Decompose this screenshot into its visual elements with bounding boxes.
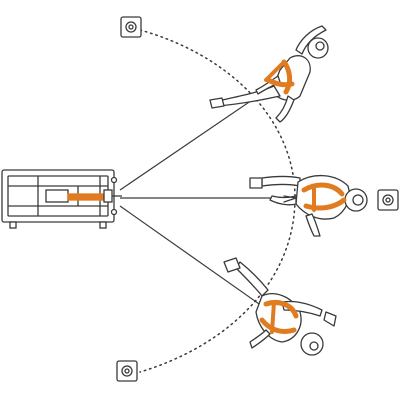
top-pivot-marker	[120, 16, 142, 38]
dotted-radius-arc	[139, 29, 296, 373]
rope-bottom	[119, 205, 263, 307]
rope-top	[119, 95, 259, 191]
rope-anchor-unit	[1, 169, 122, 229]
runner-middle	[249, 175, 368, 237]
right-pivot-marker	[377, 189, 399, 211]
bottom-pivot-marker	[116, 360, 138, 382]
runner-bottom	[223, 257, 337, 356]
runner-top	[209, 25, 329, 123]
